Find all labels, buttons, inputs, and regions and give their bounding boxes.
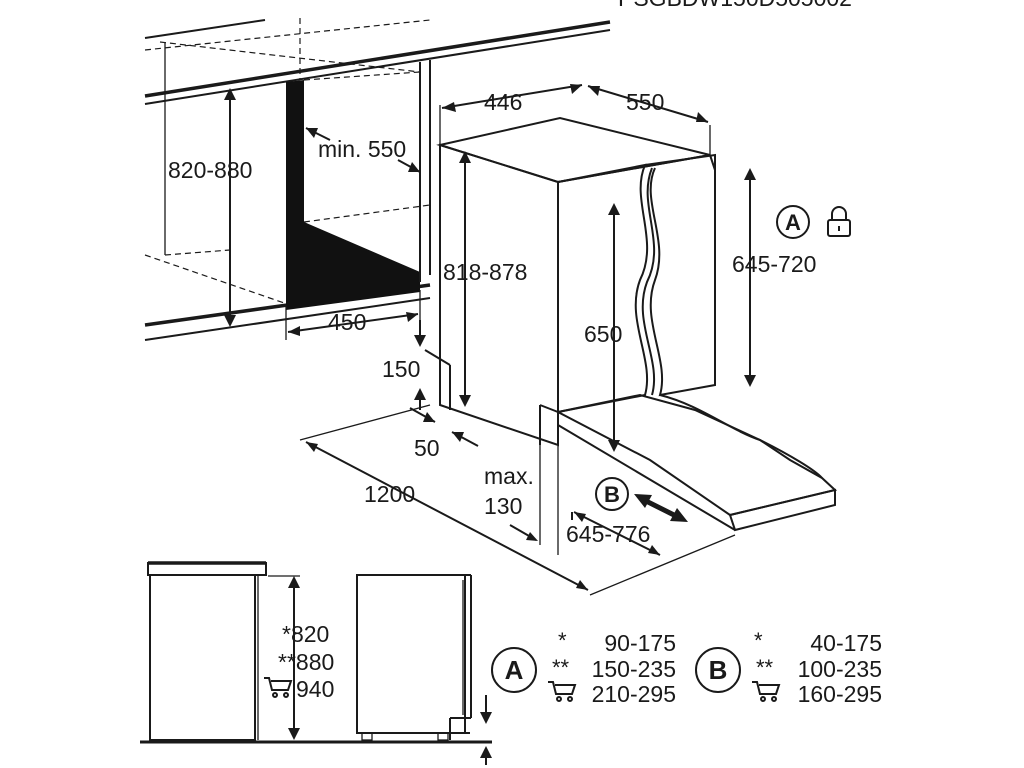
- table-b-value-0: 40-175: [810, 630, 882, 656]
- cart-icon: [264, 677, 293, 698]
- dim-niche-width: [285, 290, 421, 340]
- label-plinth-height: 150: [382, 356, 420, 382]
- niche: [286, 60, 431, 310]
- product-code: PSGBDW150D505002: [618, 0, 852, 11]
- label-height-double-star: **880: [278, 649, 334, 675]
- dim-side-height: [268, 575, 300, 740]
- dim-door-height-a: [744, 168, 756, 387]
- label-appliance-height: 818-878: [443, 259, 527, 285]
- dim-min-depth: [305, 127, 421, 173]
- open-door: [555, 393, 838, 532]
- table-b-value-1: 100-235: [798, 656, 882, 682]
- label-door-open-depth: 1200: [364, 481, 415, 507]
- table-a-value-2: 210-295: [592, 681, 676, 707]
- table-a-prefix-0: *: [558, 628, 567, 653]
- label-door-height-a: 645-720: [732, 251, 816, 277]
- table-b-prefix-1: **: [756, 655, 774, 680]
- lock-icon: [827, 206, 851, 237]
- dim-door-open-depth: [299, 404, 736, 596]
- dim-plinth-height: [414, 320, 451, 410]
- svg-text:A: A: [785, 210, 801, 235]
- svg-text:A: A: [505, 655, 524, 685]
- table-a-value-0: 90-175: [604, 630, 676, 656]
- label-height-star: *820: [282, 621, 329, 647]
- label-depth: 550: [626, 89, 664, 115]
- side-view-appliance: [356, 574, 472, 741]
- dim-depth: [587, 85, 711, 155]
- dim-inner-height: [608, 203, 620, 452]
- worktop: [144, 18, 611, 105]
- svg-text:B: B: [709, 655, 728, 685]
- dim-side-gap: [480, 695, 492, 765]
- label-niche-width: 450: [328, 309, 366, 335]
- label-plinth-depth: 50: [414, 435, 440, 461]
- label-width: 446: [484, 89, 522, 115]
- dim-max-gap: [509, 445, 559, 555]
- dim-door-b: [571, 511, 661, 556]
- marker-b: B: [595, 477, 629, 511]
- label-height-cart: 940: [296, 676, 334, 702]
- label-door-b: 645-776: [566, 521, 650, 547]
- dim-width: [439, 84, 583, 145]
- cart-icon: [752, 681, 781, 702]
- dim-cabinet-height: [224, 88, 236, 327]
- table-b-marker: B: [695, 647, 741, 693]
- table-b-prefix-0: *: [754, 628, 763, 653]
- label-max-gap: max.: [484, 463, 534, 489]
- table-b-value-2: 160-295: [798, 681, 882, 707]
- svg-text:B: B: [604, 482, 620, 507]
- label-max-gap-value: 130: [484, 493, 522, 519]
- double-arrow-icon: [634, 494, 688, 522]
- table-a-prefix-1: **: [552, 655, 570, 680]
- dim-plinth-depth: [409, 407, 479, 447]
- label-min-depth: min. 550: [318, 136, 406, 162]
- cart-icon: [548, 681, 577, 702]
- appliance-door: [557, 153, 716, 414]
- label-cabinet-height: 820-880: [168, 157, 252, 183]
- table-a-marker: A: [491, 647, 537, 693]
- marker-a: A: [776, 205, 810, 239]
- label-inner-height: 650: [584, 321, 622, 347]
- table-a-value-1: 150-235: [592, 656, 676, 682]
- dim-appliance-height: [459, 151, 471, 407]
- side-view-cabinet: [147, 561, 267, 741]
